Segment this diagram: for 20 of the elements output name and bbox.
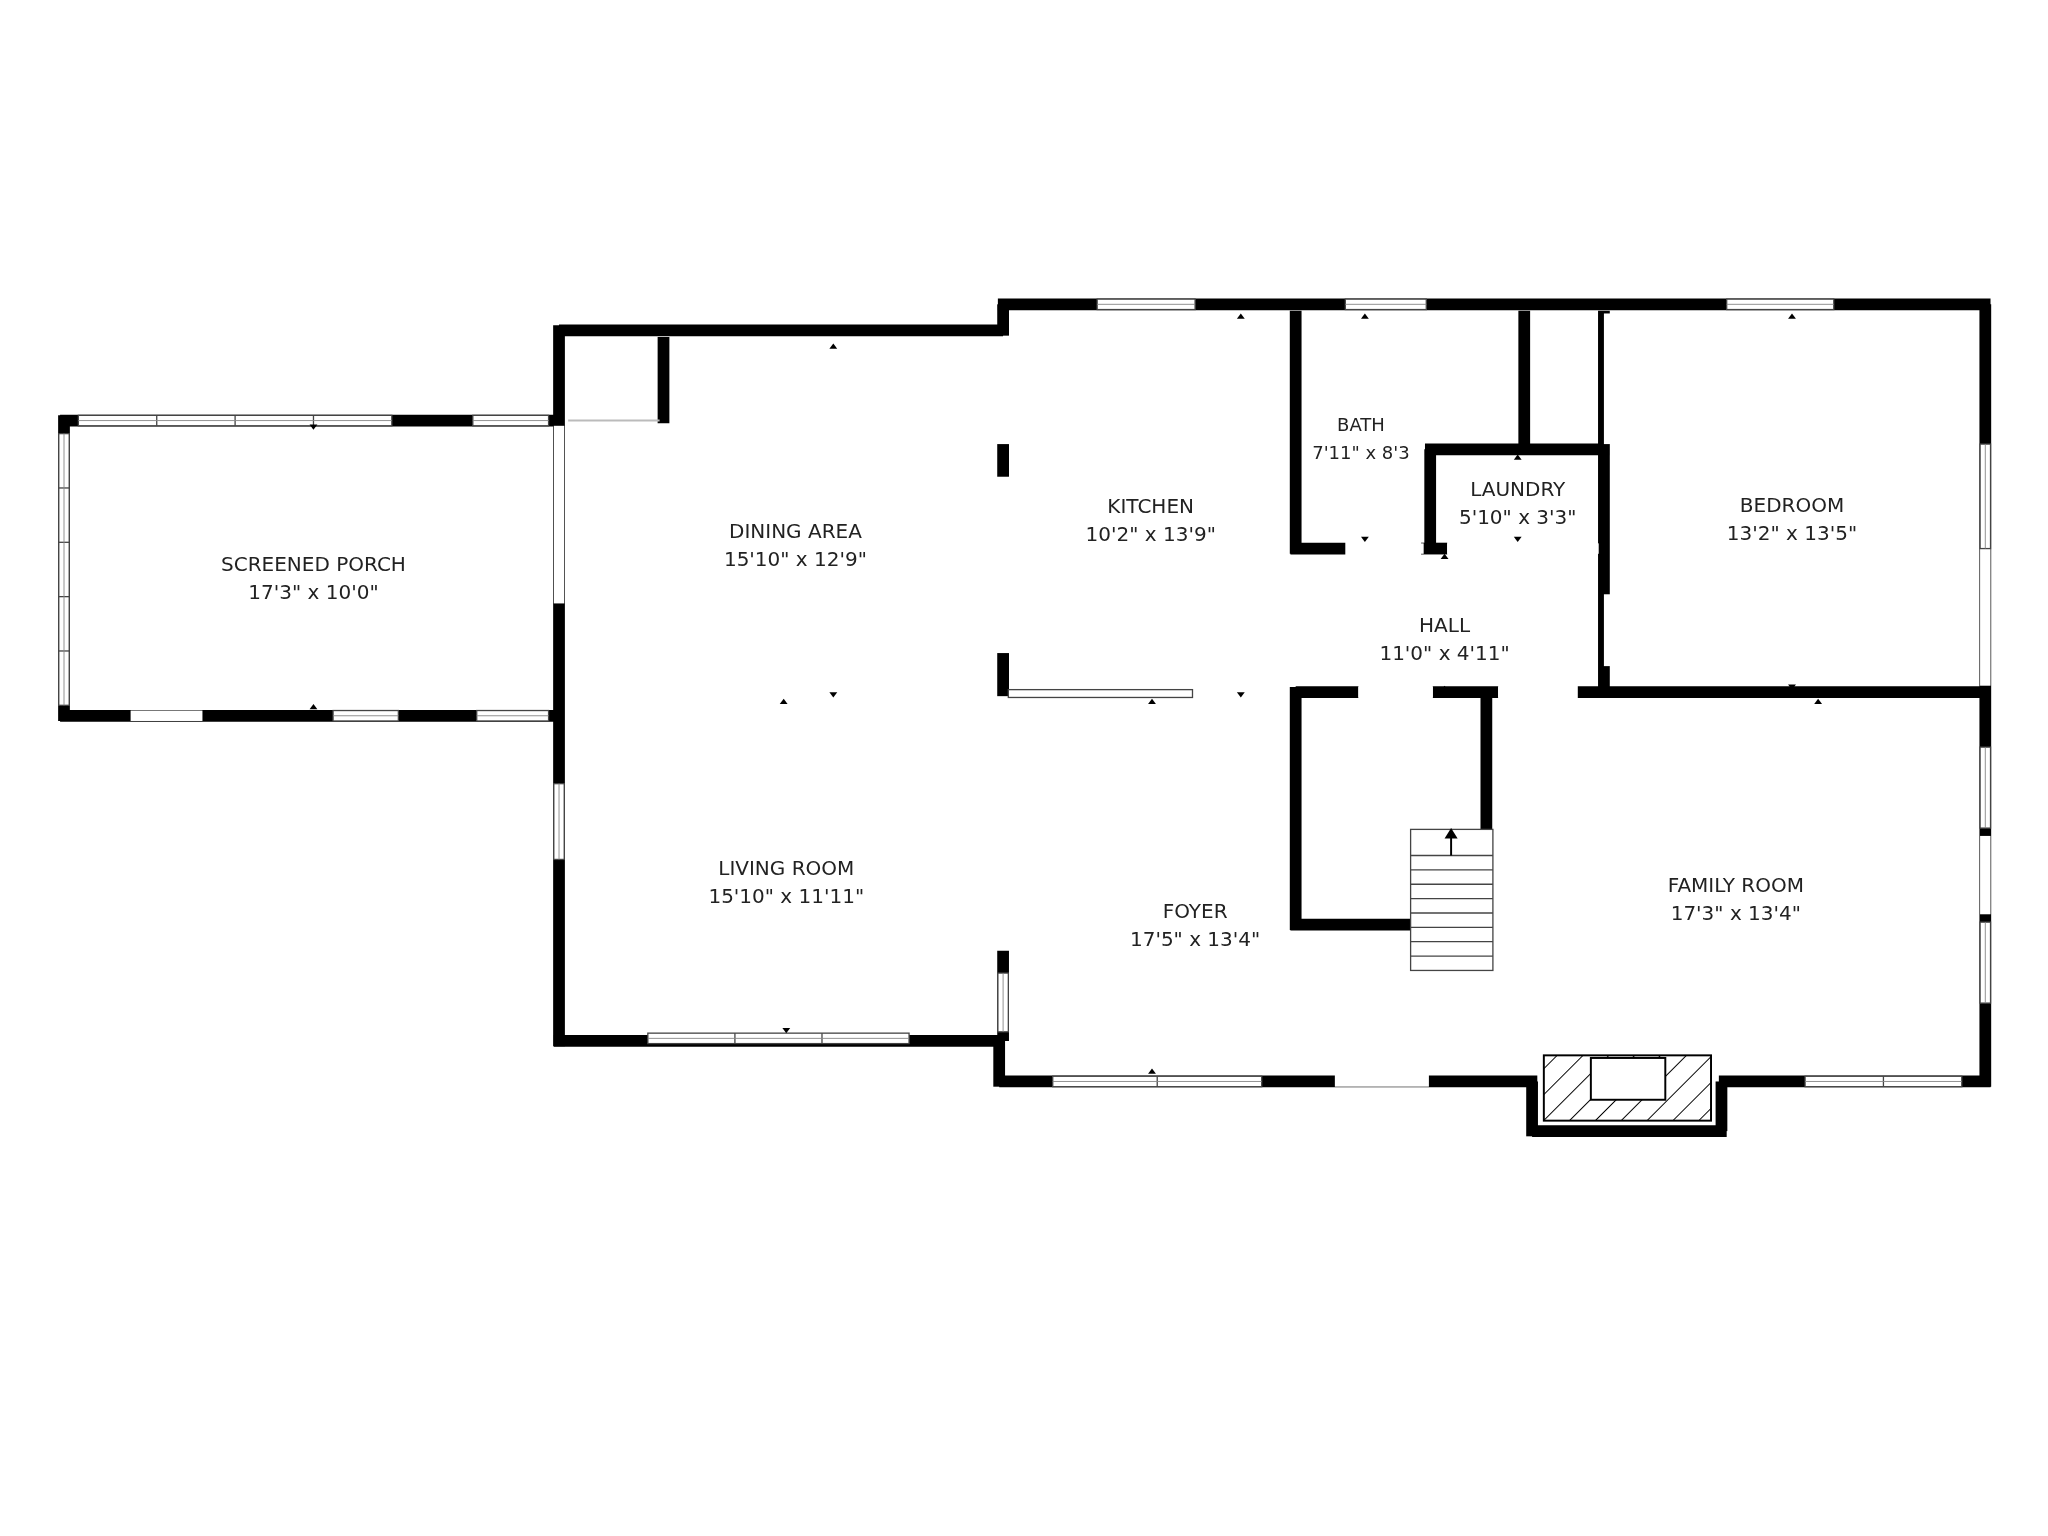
room-dimensions: 17'5" x 13'4" [1129,926,1261,954]
room-dimensions: 17'3" x 13'4" [1670,900,1801,928]
room-name: BATH [1337,413,1385,438]
room-name: LAUNDRY [1470,476,1566,504]
room-dimensions: 15'10" x 11'11" [708,883,865,911]
room-name: KITCHEN [1107,493,1194,521]
room-dimensions: 10'2" x 13'9" [1085,521,1216,549]
room-name: DINING AREA [729,518,862,546]
room-name: BEDROOM [1739,492,1845,520]
room-dimensions: 7'11" x 8'3 [1312,441,1410,466]
room-dimensions: 11'0" x 4'11" [1379,640,1510,668]
room-name: FAMILY ROOM [1667,872,1804,900]
room-name: SCREENED PORCH [221,550,406,578]
room-dimensions: 17'3" x 10'0" [248,578,379,606]
room-dimensions: 5'10" x 3'3" [1458,504,1577,532]
room-dimensions: 13'2" x 13'5" [1726,520,1858,548]
room-name: FOYER [1162,898,1228,926]
room-name: LIVING ROOM [718,855,855,883]
room-name: HALL [1419,612,1471,640]
room-dimensions: 15'10" x 12'9" [723,546,867,574]
